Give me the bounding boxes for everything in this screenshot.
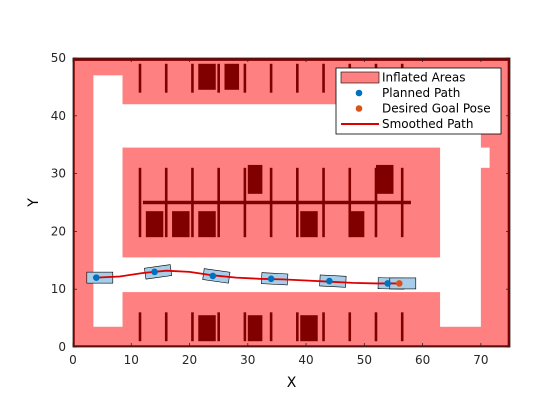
obstacle-3 <box>507 58 510 347</box>
x-tick-label-3: 30 <box>240 353 255 367</box>
smoothed-path-layer <box>96 269 400 285</box>
smoothed-path-line <box>96 269 400 285</box>
legend-swatch-inflated <box>340 71 380 84</box>
obstacle-7 <box>375 164 394 194</box>
planned-path-point-0 <box>93 274 100 281</box>
y-tick-label-1: 10 <box>51 282 66 296</box>
obstacle-0 <box>73 58 510 61</box>
planned-path-point-5 <box>384 280 391 287</box>
inflated-area-8 <box>480 167 510 347</box>
obstacle-12 <box>349 211 365 238</box>
axes-box <box>72 57 511 348</box>
obstacle-8 <box>145 211 164 238</box>
planned-path-point-2 <box>209 272 217 280</box>
obstacle-13 <box>198 315 216 342</box>
y-axis-label: Y <box>26 198 42 208</box>
legend-label-3: Smoothed Path <box>382 117 473 131</box>
planned-path-point-3 <box>267 275 275 283</box>
path-markers-layer <box>93 268 403 287</box>
obstacle-6 <box>247 164 263 194</box>
y-tick-label-5: 50 <box>51 51 66 65</box>
x-tick-label-6: 60 <box>415 353 430 367</box>
x-tick-label-5: 50 <box>357 353 372 367</box>
goal-pose-point <box>395 280 403 287</box>
x-tick-label-0: 0 <box>69 353 77 367</box>
y-tick-label-2: 20 <box>51 224 66 238</box>
obstacle-4 <box>198 63 216 90</box>
obstacles-layer <box>73 58 510 347</box>
axes: 0 10 20 30 40 50 60 70 0 10 20 30 40 50 <box>51 51 511 367</box>
x-tick-label-2: 20 <box>182 353 197 367</box>
legend-label-2: Desired Goal Pose <box>382 102 491 116</box>
obstacle-14 <box>247 315 263 342</box>
obstacle-11 <box>300 211 318 238</box>
obstacle-10 <box>198 211 216 238</box>
legend-swatch-1 <box>355 89 363 97</box>
obstacle-2 <box>73 345 510 347</box>
x-tick-label-4: 40 <box>298 353 313 367</box>
y-tick-label-4: 40 <box>51 109 66 123</box>
planned-path-point-1 <box>151 268 158 276</box>
inflated-area-6 <box>122 292 441 347</box>
legend-label-0: Inflated Areas <box>382 71 465 85</box>
obstacle-5 <box>224 63 240 90</box>
legend-label-1: Planned Path <box>382 86 460 100</box>
obstacle-1 <box>73 58 75 347</box>
planned-path-point-4 <box>326 277 333 285</box>
inflated-area-1 <box>73 58 94 347</box>
obstacle-15 <box>300 315 318 342</box>
obstacle-9 <box>172 211 190 238</box>
y-tick-label-0: 0 <box>58 340 66 354</box>
obstacle-16 <box>142 200 411 205</box>
x-tick-label-7: 70 <box>473 353 488 367</box>
x-axis-label: X <box>287 375 297 391</box>
legend-swatch-2 <box>355 105 363 112</box>
x-tick-label-1: 10 <box>124 353 139 367</box>
y-tick-label-3: 30 <box>51 167 66 181</box>
